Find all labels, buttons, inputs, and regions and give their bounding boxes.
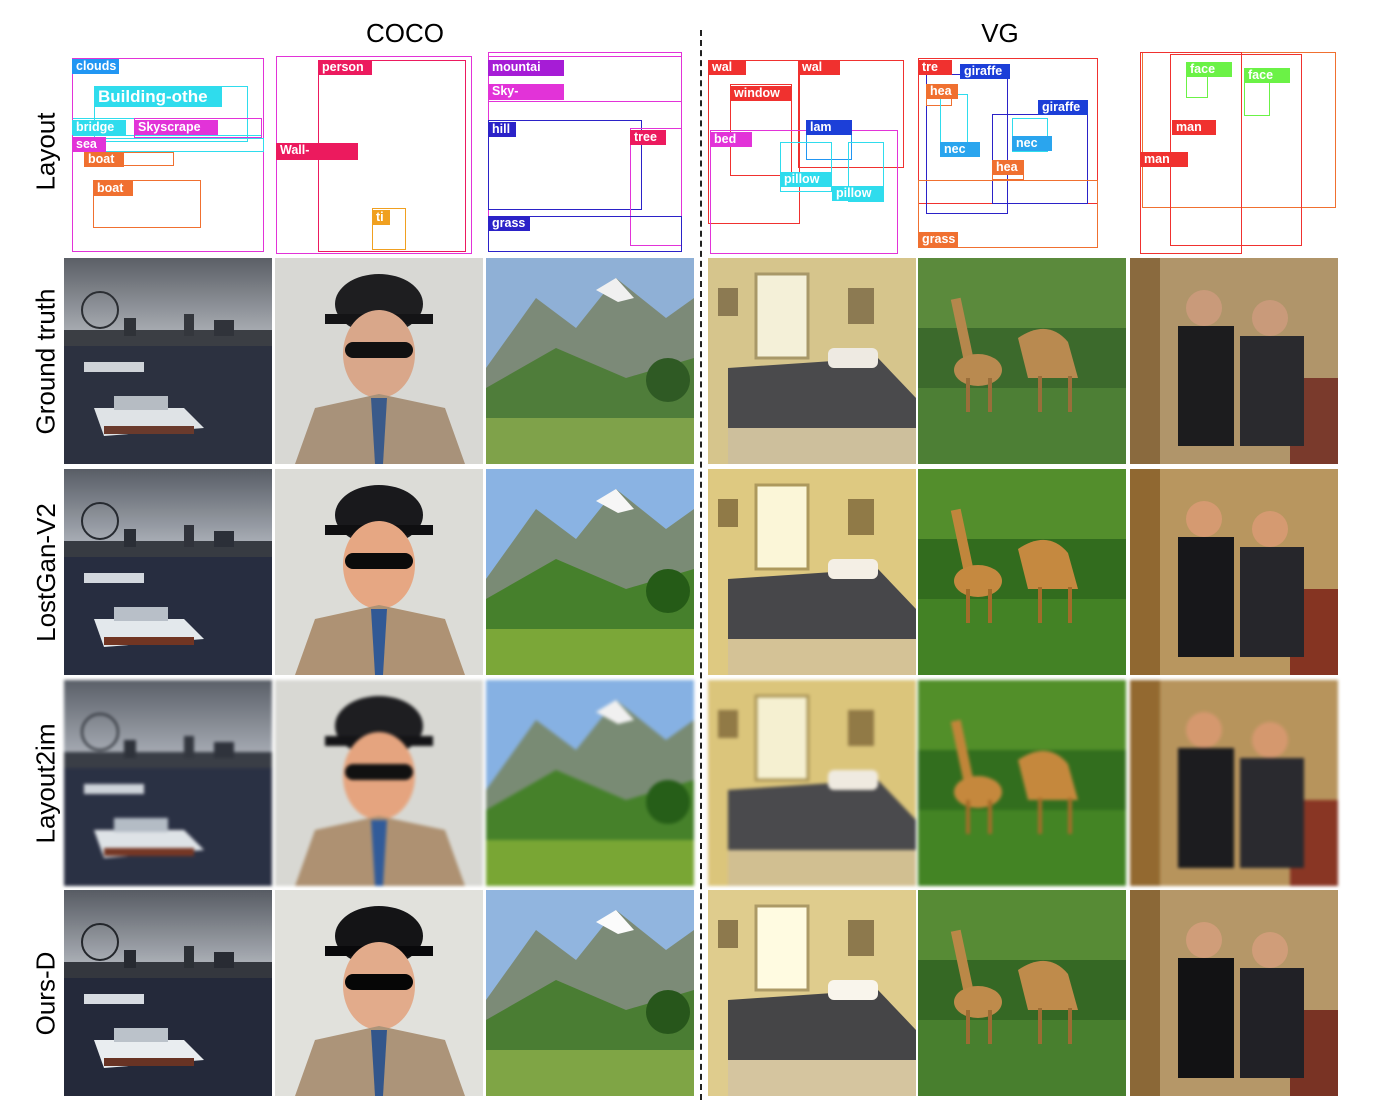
tag-neck-2: nec — [1012, 136, 1052, 151]
image-ours-d-bedroom — [708, 890, 916, 1096]
tag-bed: bed — [710, 132, 752, 147]
image-ground-truth-mountain-valley — [486, 258, 694, 464]
bbox-man-2 — [1170, 54, 1302, 246]
bbox-tree — [630, 128, 682, 246]
bbox-neck-2 — [1012, 118, 1048, 152]
image-layout2im-mountain-valley — [486, 680, 694, 886]
image-lostgan-v2-mountain-valley — [486, 469, 694, 675]
tag-tree: tree — [630, 130, 666, 145]
bbox-pillow-2 — [848, 142, 884, 202]
layout-vg-2: tre giraffe hea giraffe nec nec hea gras… — [916, 50, 1126, 254]
image-lostgan-v2-giraffes — [918, 469, 1126, 675]
tag-boat-1: boat — [84, 152, 124, 167]
image-ground-truth-river-boats — [64, 258, 272, 464]
tag-neck-1: nec — [940, 142, 980, 157]
bbox-boat-2 — [93, 180, 201, 228]
tag-tie: ti — [372, 210, 390, 225]
bbox-grass — [918, 180, 1098, 248]
bbox-sea-outer — [72, 58, 264, 252]
layout-coco-3: mountai Sky- hill tree grass — [486, 50, 696, 254]
image-layout2im-two-men — [1130, 680, 1338, 886]
image-ours-d-mountain-valley — [486, 890, 694, 1096]
tag-clouds: clouds — [72, 59, 119, 74]
image-ours-d-man-in-hat — [275, 890, 483, 1096]
image-layout2im-river-boats — [64, 680, 272, 886]
group-title-vg: VG — [981, 18, 1019, 48]
tag-grass: grass — [488, 216, 530, 231]
row-label-text: Ours-D — [30, 951, 61, 1035]
image-layout2im-man-in-hat — [275, 680, 483, 886]
tag-giraffe-1: giraffe — [960, 64, 1010, 79]
image-ours-d-river-boats — [64, 890, 272, 1096]
row-label-text: Layout — [30, 111, 61, 191]
image-ground-truth-bedroom — [708, 258, 916, 464]
bbox-bed — [710, 130, 898, 254]
image-layout2im-bedroom — [708, 680, 916, 886]
layout-coco-2: person Wall- ti — [274, 50, 484, 254]
tag-sky: Sky- — [488, 84, 564, 100]
tag-head-1: hea — [926, 84, 958, 99]
row-label-text: Layout2im — [30, 723, 61, 843]
image-ours-d-two-men — [1130, 890, 1338, 1096]
tag-building: Building-othe — [94, 86, 222, 107]
tag-tree: tre — [918, 60, 952, 75]
tag-mountain: mountai — [488, 60, 564, 76]
tag-wall-2: wal — [798, 60, 840, 75]
image-ours-d-giraffes — [918, 890, 1126, 1096]
bbox-hill — [488, 120, 642, 210]
row-label-text: LostGan-V2 — [30, 502, 61, 642]
tag-wall-1: wal — [708, 60, 746, 75]
dataset-divider — [700, 30, 702, 1100]
tag-wall: Wall- — [276, 143, 358, 160]
tag-lamp: lam — [806, 120, 852, 135]
image-lostgan-v2-two-men — [1130, 469, 1338, 675]
bbox-wall-2 — [798, 60, 904, 168]
image-lostgan-v2-man-in-hat — [275, 469, 483, 675]
image-lostgan-v2-river-boats — [64, 469, 272, 675]
image-ground-truth-two-men — [1130, 258, 1338, 464]
tag-man-2: man — [1140, 152, 1188, 167]
tag-face-1: face — [1186, 62, 1232, 77]
tag-man-1: man — [1172, 120, 1216, 135]
layout-vg-3: face face man man — [1128, 50, 1338, 254]
bbox-tie — [372, 208, 406, 250]
tag-pillow-1: pillow — [780, 172, 832, 187]
image-layout2im-giraffes — [918, 680, 1126, 886]
row-label-text: Ground truth — [30, 288, 61, 434]
image-ground-truth-man-in-hat — [275, 258, 483, 464]
layout-coco-1: clouds Building-othe bridge Skyscrape se… — [64, 50, 274, 254]
image-ground-truth-giraffes — [918, 258, 1126, 464]
tag-giraffe-2: giraffe — [1038, 100, 1088, 115]
tag-bridge: bridge — [72, 120, 126, 135]
tag-boat-2: boat — [93, 181, 133, 196]
tag-person: person — [318, 60, 372, 75]
image-lostgan-v2-bedroom — [708, 469, 916, 675]
tag-grass: grass — [918, 232, 958, 247]
group-title-coco: COCO — [366, 18, 444, 48]
tag-hill: hill — [488, 122, 516, 137]
tag-window: window — [730, 86, 792, 101]
bbox-grass — [488, 216, 682, 252]
tag-face-2: face — [1244, 68, 1290, 83]
layout-vg-1: wal wal window bed lam pillow pillow — [706, 50, 916, 254]
tag-sea: sea — [72, 137, 106, 152]
tag-head-2: hea — [992, 160, 1024, 175]
tag-pillow-2: pillow — [832, 186, 884, 201]
bbox-pillow-1 — [780, 142, 832, 192]
tag-skyscraper: Skyscrape — [134, 120, 218, 135]
